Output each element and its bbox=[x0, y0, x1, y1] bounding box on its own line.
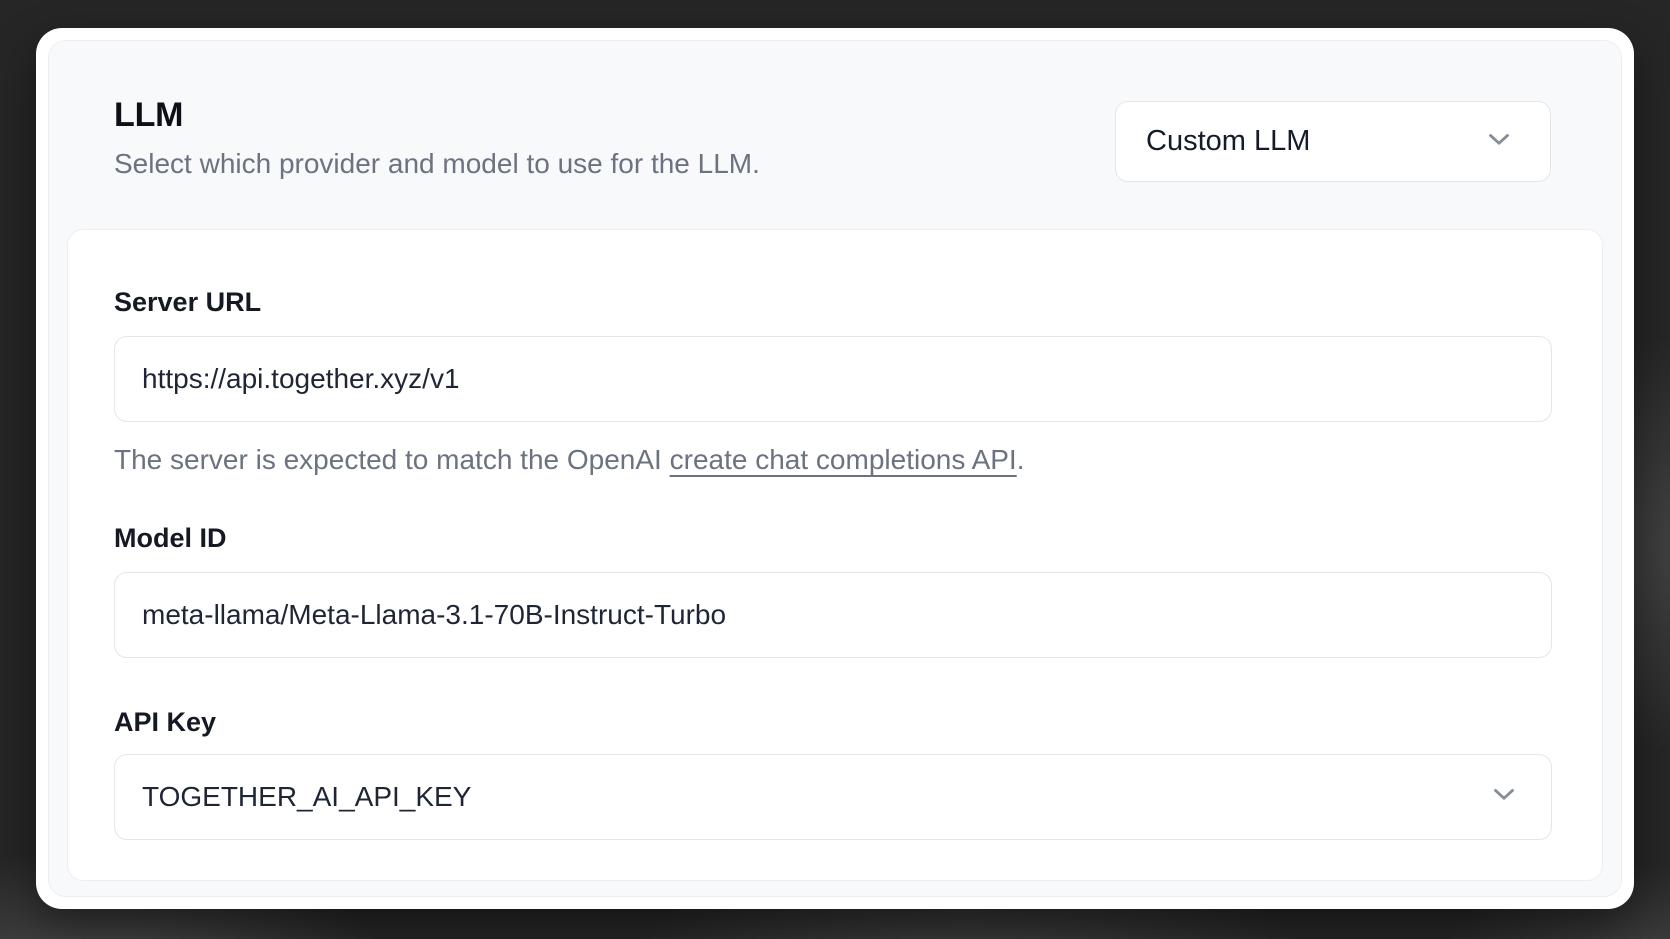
api-key-label: API Key bbox=[114, 706, 217, 737]
section-description: Select which provider and model to use f… bbox=[114, 147, 760, 179]
model-id-label: Model ID bbox=[114, 523, 227, 554]
helper-prefix: The server is expected to match the Open… bbox=[114, 443, 670, 475]
chevron-down-icon bbox=[1482, 122, 1516, 161]
llm-section-card: LLM Select which provider and model to u… bbox=[48, 40, 1622, 897]
server-url-input[interactable] bbox=[114, 335, 1552, 422]
section-header: LLM Select which provider and model to u… bbox=[114, 95, 760, 182]
model-id-input[interactable] bbox=[114, 571, 1552, 658]
settings-panel: LLM Select which provider and model to u… bbox=[36, 28, 1634, 909]
custom-llm-settings-card: Server URL The server is expected to mat… bbox=[67, 229, 1603, 881]
api-key-select[interactable]: TOGETHER_AI_API_KEY bbox=[114, 753, 1552, 840]
section-title: LLM bbox=[114, 96, 184, 134]
llm-provider-selected-value: Custom LLM bbox=[1146, 125, 1311, 157]
server-url-helper: The server is expected to match the Open… bbox=[114, 442, 1552, 478]
server-url-label: Server URL bbox=[114, 287, 262, 317]
api-key-selected-value: TOGETHER_AI_API_KEY bbox=[142, 780, 472, 812]
create-chat-completions-api-link[interactable]: create chat completions API bbox=[669, 443, 1017, 475]
helper-suffix: . bbox=[1016, 443, 1025, 475]
chevron-down-icon bbox=[1487, 777, 1521, 816]
llm-provider-select[interactable]: Custom LLM bbox=[1115, 101, 1551, 182]
